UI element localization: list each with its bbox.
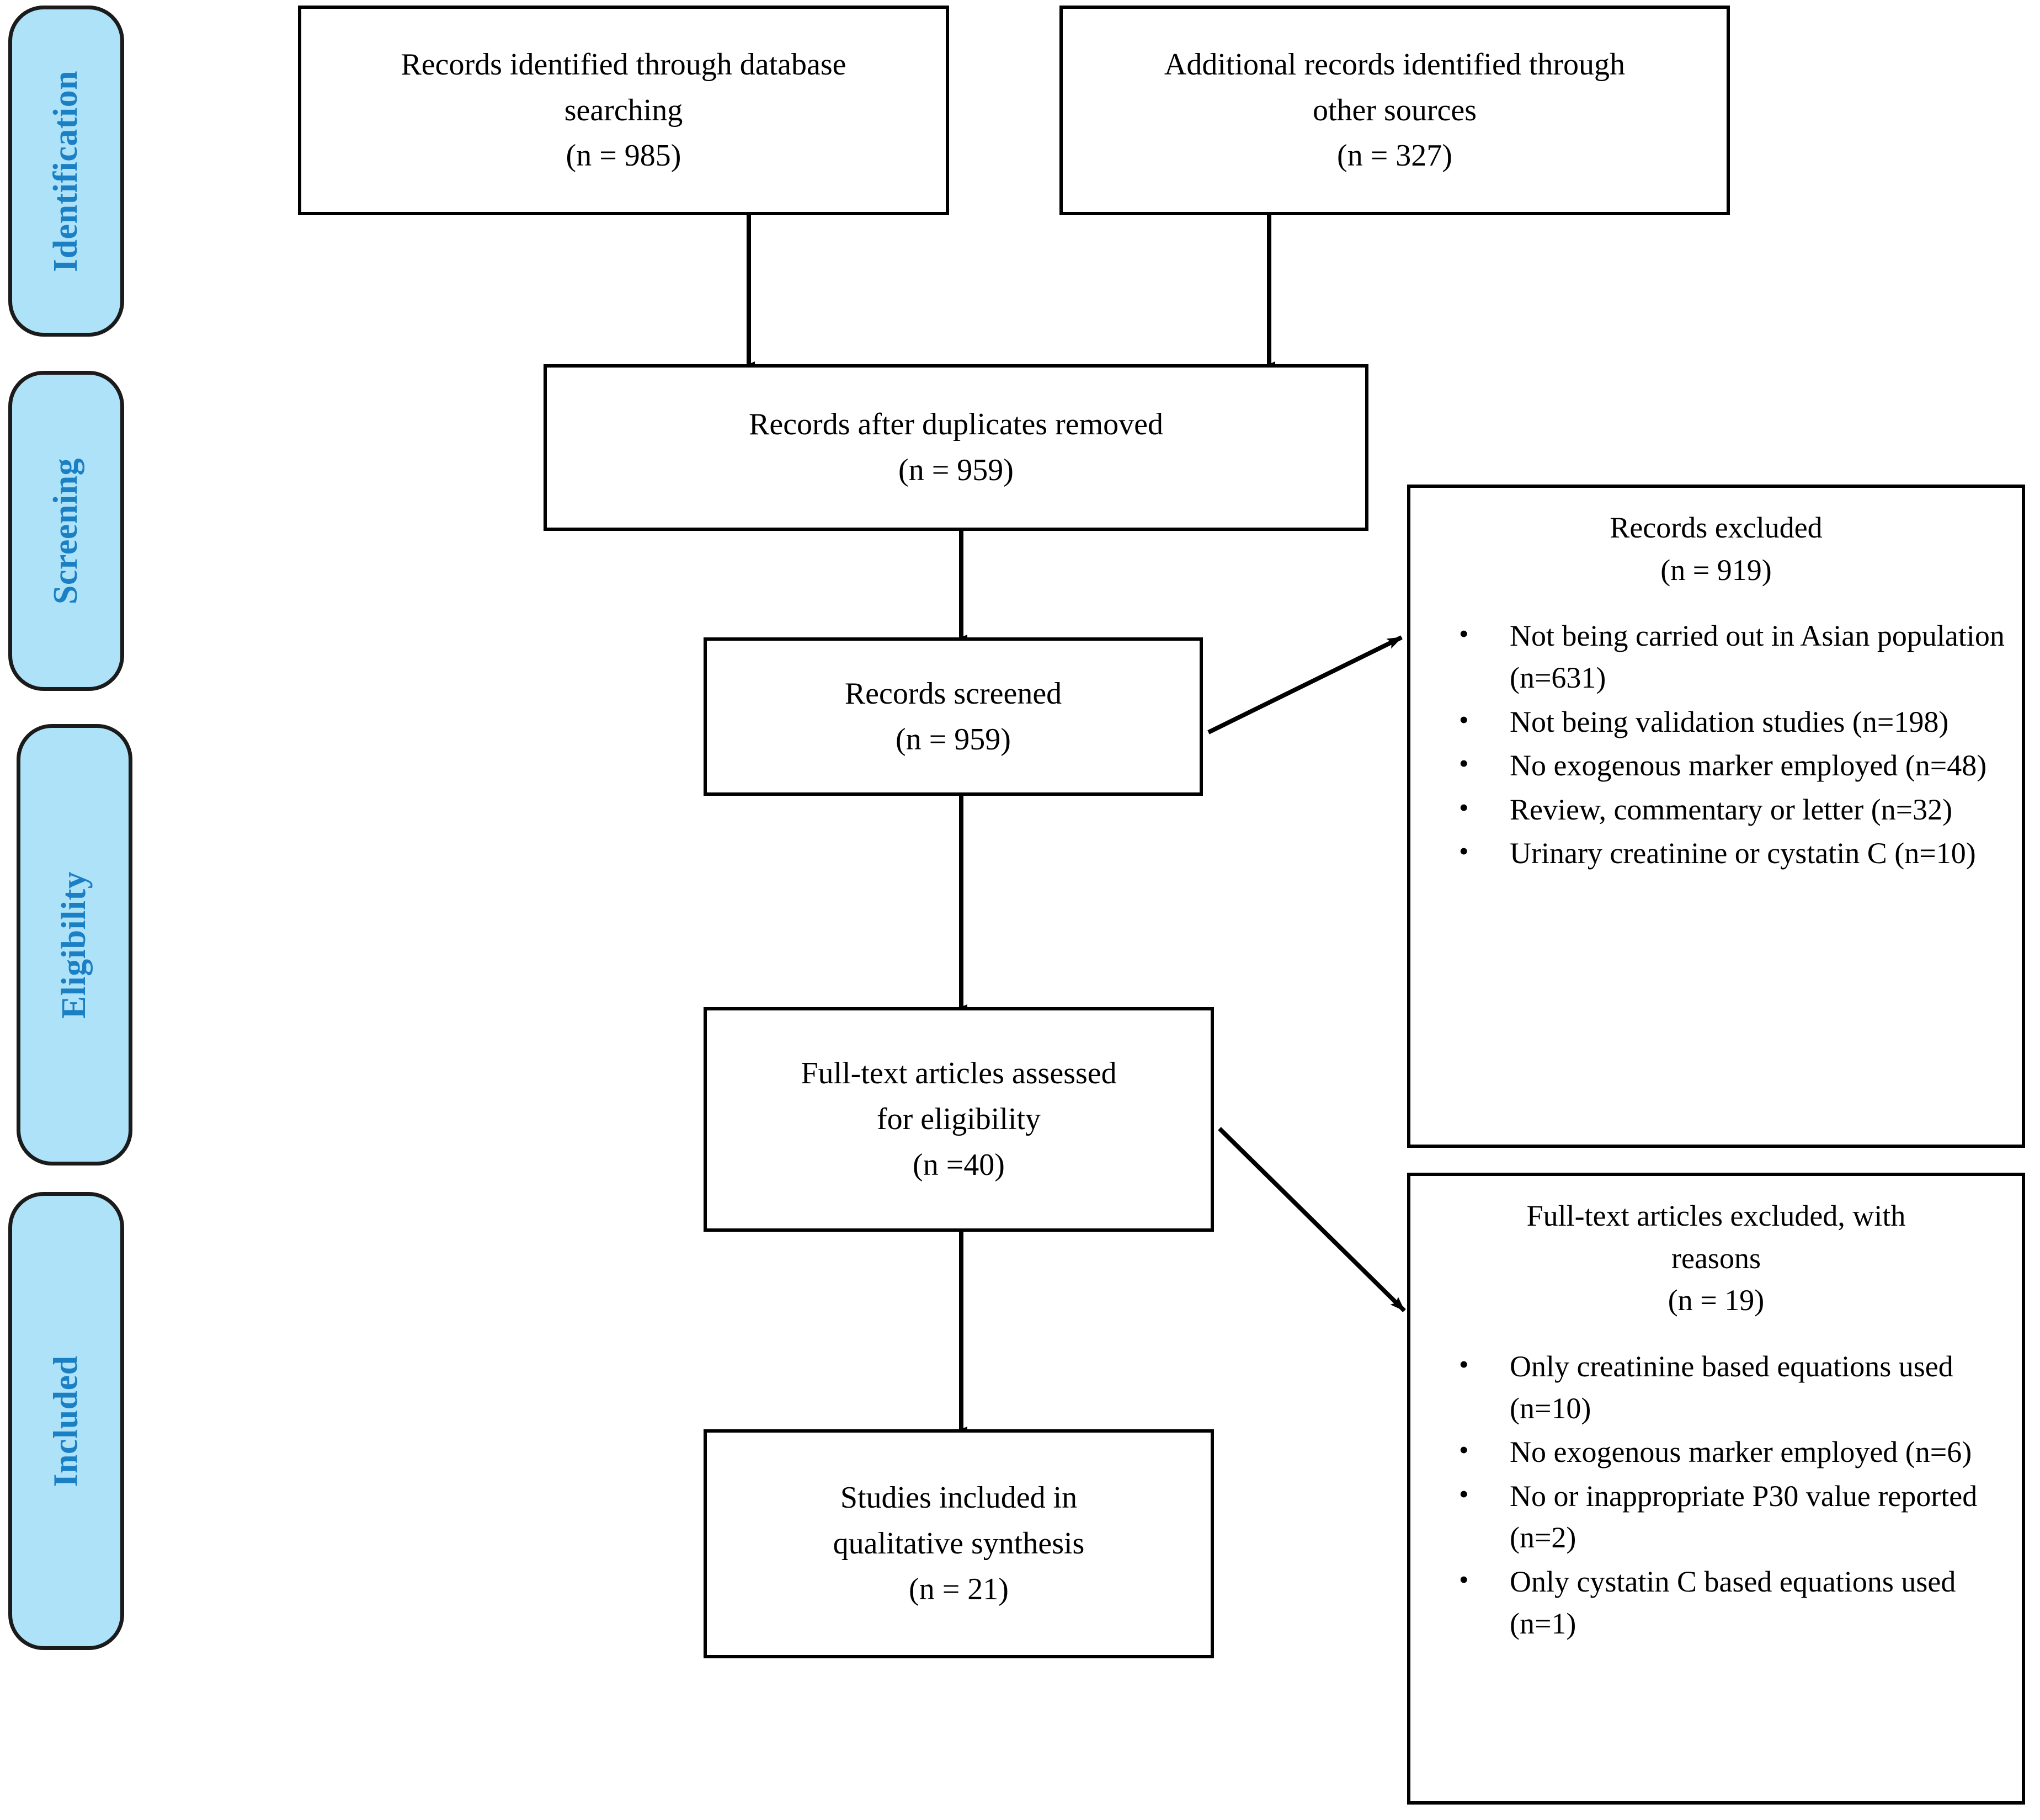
records-excluded-reason-item: Urinary creatinine or cystatin C (n=10) (1459, 832, 2005, 875)
box-line: other sources (1312, 93, 1477, 127)
connector-screened-to-excluded (1207, 635, 1403, 735)
box-line: Records screened (844, 676, 1062, 711)
fulltext-excluded-heading-line: Full-text articles excluded, with (1526, 1199, 1906, 1232)
box-line: (n = 959) (896, 722, 1011, 757)
stage-label-included: Included (47, 1355, 85, 1487)
box-studies-included-qualitative-synthesis: Studies included in qualitative synthesi… (704, 1429, 1214, 1658)
records-excluded-reason-item: No exogenous marker employed (n=48) (1459, 744, 2005, 787)
box-line: (n = 985) (566, 139, 681, 173)
fulltext-excluded-reason-item: Only creatinine based equations used (n=… (1459, 1345, 2005, 1429)
box-line: Studies included in (840, 1481, 1078, 1515)
box-line: Full-text articles assessed (801, 1056, 1117, 1091)
box-fulltext-articles-excluded: Full-text articles excluded, with reason… (1407, 1173, 2025, 1805)
stage-pill-eligibility: Eligibility (17, 724, 132, 1166)
connector-fulltext-to-excluded (1218, 1127, 1406, 1312)
box-line: Additional records identified through (1164, 47, 1626, 82)
box-line: (n = 959) (898, 453, 1014, 487)
fulltext-excluded-reason-item: Only cystatin C based equations used (n=… (1459, 1560, 2005, 1645)
records-excluded-reason-list: Not being carried out in Asian populatio… (1427, 614, 2005, 877)
box-records-after-duplicates-removed: Records after duplicates removed (n = 95… (544, 364, 1368, 531)
fulltext-excluded-reason-item: No or inappropriate P30 value reported (… (1459, 1475, 2005, 1559)
box-line: Records identified through database (401, 47, 846, 82)
fulltext-excluded-heading-line: reasons (1671, 1241, 1761, 1275)
records-excluded-reason-item: Not being validation studies (n=198) (1459, 700, 2005, 743)
records-excluded-heading-count: (n = 919) (1660, 553, 1772, 587)
stage-pill-identification: Identification (8, 6, 124, 337)
box-records-excluded: Records excluded (n = 919) Not being car… (1407, 485, 2025, 1148)
box-line: for eligibility (876, 1102, 1041, 1137)
box-line: searching (564, 93, 683, 127)
box-records-identified-database: Records identified through database sear… (298, 6, 949, 215)
box-line: (n = 21) (909, 1572, 1009, 1606)
stage-pill-screening: Screening (8, 371, 124, 691)
box-line: (n = 327) (1337, 139, 1452, 173)
fulltext-excluded-heading-count: (n = 19) (1668, 1284, 1765, 1317)
fulltext-excluded-reason-item: No exogenous marker employed (n=6) (1459, 1430, 2005, 1473)
records-excluded-reason-item: Review, commentary or letter (n=32) (1459, 788, 2005, 831)
box-line: qualitative synthesis (833, 1526, 1085, 1561)
stage-label-identification: Identification (47, 70, 85, 272)
stage-pill-included: Included (8, 1192, 124, 1650)
box-line: Records after duplicates removed (748, 407, 1164, 442)
box-line: (n =40) (913, 1147, 1005, 1182)
box-additional-records-other-sources: Additional records identified through ot… (1059, 6, 1730, 215)
stage-label-eligibility: Eligibility (55, 871, 93, 1019)
fulltext-excluded-reason-list: Only creatinine based equations used (n=… (1427, 1345, 2005, 1647)
records-excluded-reason-item: Not being carried out in Asian populatio… (1459, 614, 2005, 699)
box-fulltext-articles-assessed: Full-text articles assessed for eligibil… (704, 1007, 1214, 1232)
box-records-screened: Records screened (n = 959) (704, 637, 1203, 796)
stage-label-screening: Screening (47, 457, 85, 604)
records-excluded-heading-line: Records excluded (1610, 511, 1823, 544)
